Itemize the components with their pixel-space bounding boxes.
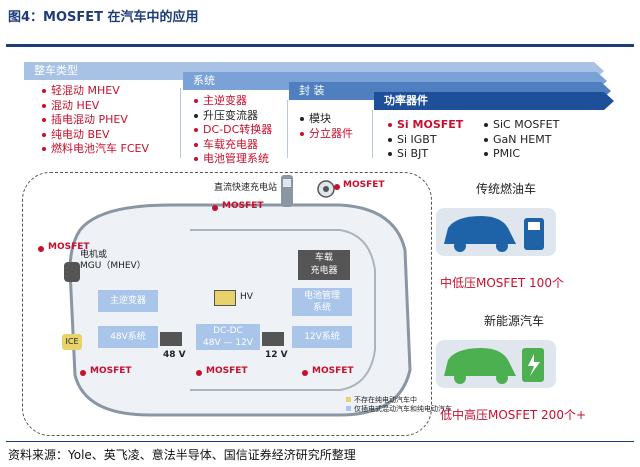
mosfet-dot bbox=[212, 205, 218, 211]
mosfet-label: MOSFET bbox=[90, 366, 132, 376]
diagram-legend: 不存在纯电动汽车中 仅插电式混动汽车和纯电动汽车 bbox=[346, 396, 452, 414]
power-devices-right: SiC MOSFET GaN HEMT PMIC bbox=[484, 118, 559, 162]
hv-label: HV bbox=[240, 292, 253, 302]
list-item: SiC MOSFET bbox=[484, 118, 559, 133]
ice-badge: ICE bbox=[62, 334, 82, 350]
legend-item: 不存在纯电动汽车中 bbox=[346, 396, 452, 405]
list-item: Si BJT bbox=[388, 147, 463, 162]
list-item: DC-DC转换器 bbox=[194, 123, 272, 138]
divider bbox=[372, 110, 373, 158]
mosfet-label: MOSFET bbox=[206, 366, 248, 376]
ev-car-icon bbox=[436, 340, 556, 388]
bms-block: 电池管理 系统 bbox=[292, 288, 352, 316]
list-item: 车载充电器 bbox=[194, 138, 272, 153]
dcdc-block: DC-DC 48V — 12V bbox=[196, 324, 260, 350]
mosfet-dot bbox=[334, 184, 340, 190]
motor-label: 电机或 MGU（MHEV） bbox=[80, 250, 146, 271]
list-item: 轻混动 MHEV bbox=[42, 84, 149, 99]
list-item: 电池管理系统 bbox=[194, 152, 272, 167]
mosfet-dot bbox=[196, 370, 202, 376]
list-item: 混动 HEV bbox=[42, 99, 149, 114]
band-arrowhead bbox=[601, 82, 611, 100]
power-devices-left: Si MOSFET Si IGBT Si BJT bbox=[388, 118, 463, 162]
mosfet-label: MOSFET bbox=[343, 180, 385, 190]
mosfet-dot bbox=[38, 246, 44, 252]
car-outline-icon bbox=[68, 203, 412, 417]
hv-battery-icon bbox=[214, 290, 236, 306]
main-inverter-block: 主逆变器 bbox=[98, 290, 158, 312]
list-item: 升压变流器 bbox=[194, 109, 272, 124]
mosfet-label: MOSFET bbox=[312, 366, 354, 376]
motor-icon bbox=[64, 262, 80, 282]
onboard-charger-block: 车载 充电器 bbox=[298, 250, 350, 280]
band-arrowhead bbox=[597, 72, 607, 90]
bottom-rule bbox=[6, 441, 634, 442]
v48-label: 48 V bbox=[163, 350, 186, 360]
plug-icon bbox=[317, 180, 335, 198]
source-note: 资料来源：Yole、英飞凌、意法半导体、国信证券经济研究所整理 bbox=[8, 448, 356, 462]
band-arrowhead bbox=[594, 62, 604, 80]
v12-label: 12 V bbox=[265, 350, 288, 360]
band-power-devices: 功率器件 bbox=[374, 92, 604, 110]
list-item: 模块 bbox=[300, 112, 353, 127]
fuel-car-icon bbox=[436, 208, 556, 256]
list-item: Si IGBT bbox=[388, 133, 463, 148]
figure-title: 图4：MOSFET 在汽车中的应用 bbox=[8, 10, 199, 25]
divider bbox=[287, 100, 288, 158]
top-rule bbox=[6, 44, 634, 47]
sys48-block: 48V系统 bbox=[98, 326, 158, 348]
mosfet-label: MOSFET bbox=[222, 201, 264, 211]
conventional-count: 中低压MOSFET 100个 bbox=[440, 276, 564, 290]
car-diagram-frame bbox=[22, 172, 432, 436]
fast-charger-label: 直流快速充电站 bbox=[214, 183, 278, 193]
battery-12v-icon bbox=[262, 332, 284, 346]
mosfet-dot bbox=[80, 370, 86, 376]
list-item: 纯电动 BEV bbox=[42, 128, 149, 143]
divider bbox=[180, 88, 181, 158]
conventional-label: 传统燃油车 bbox=[476, 182, 537, 196]
nev-label: 新能源汽车 bbox=[484, 314, 545, 328]
list-item: 燃料电池汽车 FCEV bbox=[42, 142, 149, 157]
sys12-block: 12V系统 bbox=[292, 326, 352, 348]
list-item: PMIC bbox=[484, 147, 559, 162]
packaging-list: 模块 分立器件 bbox=[300, 112, 353, 141]
band-arrowhead bbox=[604, 92, 614, 110]
list-item: GaN HEMT bbox=[484, 133, 559, 148]
systems-list: 主逆变器 升压变流器 DC-DC转换器 车载充电器 电池管理系统 bbox=[194, 94, 272, 167]
mosfet-label: MOSFET bbox=[48, 242, 90, 252]
list-item: Si MOSFET bbox=[388, 118, 463, 133]
vehicle-type-list: 轻混动 MHEV 混动 HEV 插电混动 PHEV 纯电动 BEV 燃料电池汽车… bbox=[42, 84, 149, 157]
legend-item: 仅插电式混动汽车和纯电动汽车 bbox=[346, 405, 452, 414]
list-item: 插电混动 PHEV bbox=[42, 113, 149, 128]
list-item: 主逆变器 bbox=[194, 94, 272, 109]
nev-count: 低中高压MOSFET 200个+ bbox=[440, 408, 587, 422]
battery-48v-icon bbox=[160, 332, 182, 346]
charger-icon bbox=[281, 175, 293, 207]
list-item: 分立器件 bbox=[300, 127, 353, 142]
mosfet-dot bbox=[302, 370, 308, 376]
